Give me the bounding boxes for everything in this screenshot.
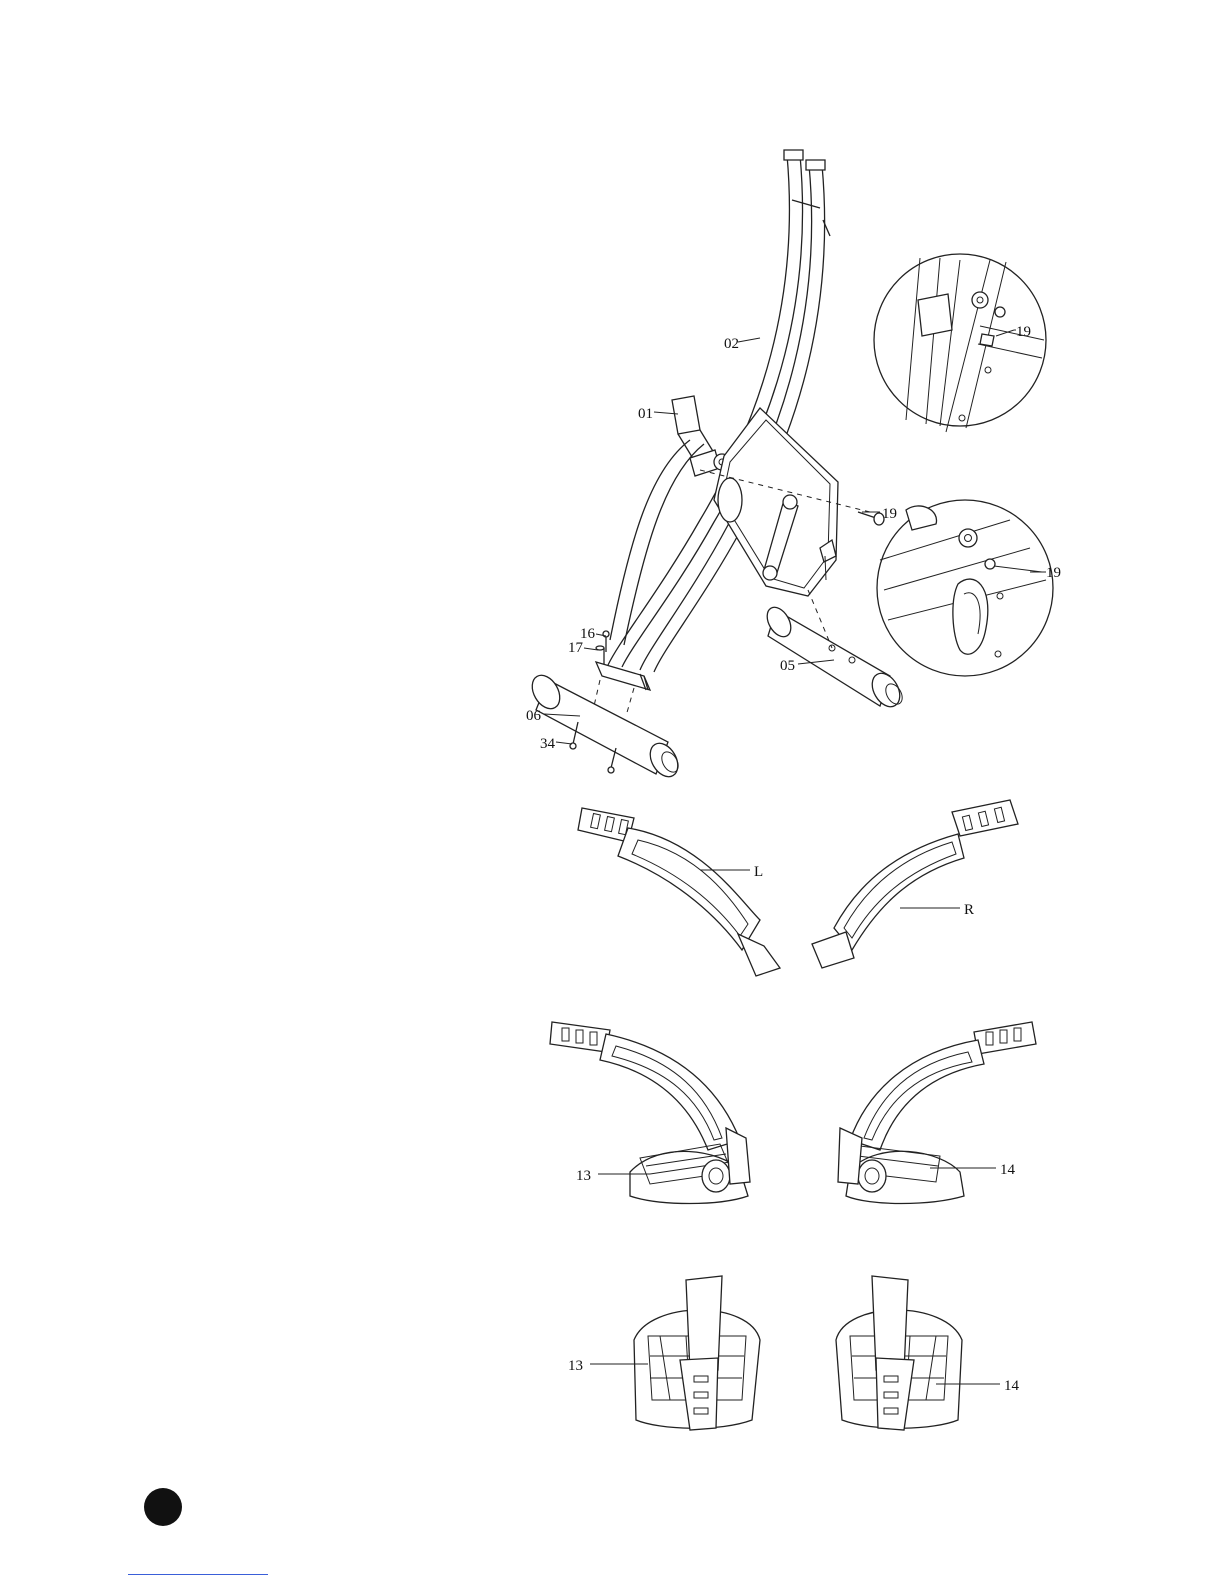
label-pedal-14-side: 14 <box>1000 1162 1016 1178</box>
flywheel-housing-drawing <box>700 408 884 596</box>
left-strap-drawing <box>578 808 780 976</box>
label-pedal-13-front: 13 <box>568 1358 583 1374</box>
label-part-17: 17 <box>568 640 584 656</box>
footer-link-underline[interactable] <box>128 1574 268 1575</box>
front-stabilizer-drawing <box>527 631 684 782</box>
label-strap-left: L <box>754 864 763 880</box>
label-part-34: 34 <box>540 736 556 752</box>
label-part-19-detail-top: 19 <box>1016 324 1031 340</box>
label-part-02: 02 <box>724 336 739 352</box>
label-pedal-14-front: 14 <box>1004 1378 1020 1394</box>
right-strap-drawing <box>812 800 1018 968</box>
detail-circle-hinge-top <box>874 254 1046 432</box>
detail-circle-hinge-bottom <box>877 500 1053 676</box>
label-part-19-detail-bottom: 19 <box>1046 565 1061 581</box>
label-part-01: 01 <box>638 406 653 422</box>
frame-drawing <box>596 150 830 690</box>
page-number-badge <box>144 1488 182 1526</box>
right-pedal-front-drawing <box>836 1276 962 1430</box>
left-pedal-front-drawing <box>634 1276 760 1430</box>
rear-stabilizer-drawing <box>762 590 905 712</box>
label-part-19-main: 19 <box>882 506 897 522</box>
label-part-05: 05 <box>780 658 795 674</box>
label-pedal-13-side: 13 <box>576 1168 591 1184</box>
label-part-06: 06 <box>526 708 542 724</box>
label-strap-right: R <box>964 902 974 918</box>
